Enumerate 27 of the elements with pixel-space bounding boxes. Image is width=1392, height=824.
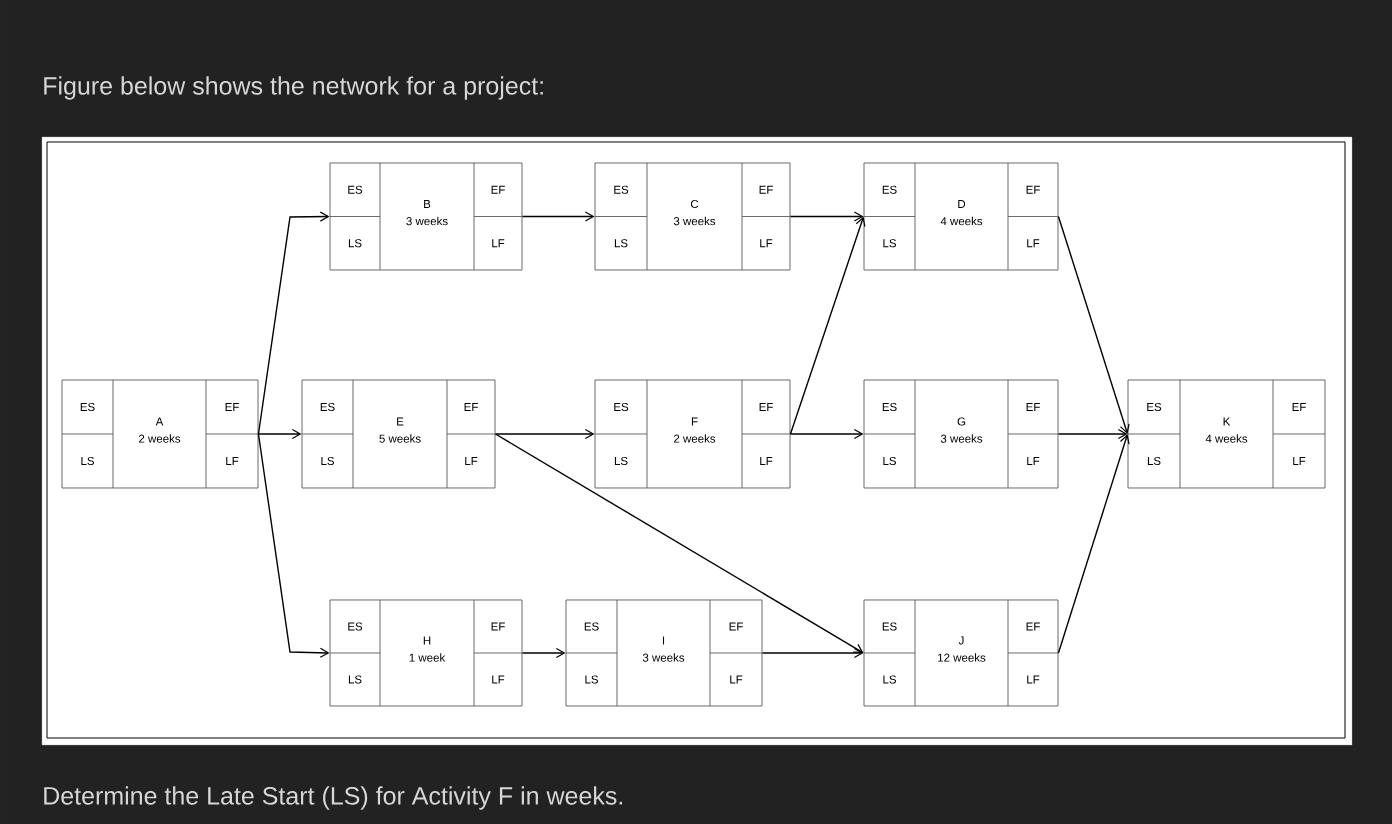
arrow [789,428,864,440]
activity-box: ES LS E 5 weeks EF LF [301,379,496,489]
activity-box: ES LS C 3 weeks EF LF [594,162,791,271]
activity-box: ES LS J 12 weeks EF LF [863,599,1059,707]
activity-box: ES LS H 1 week EF LF [329,599,523,707]
arrow [257,433,330,658]
activity-box: ES LS K 4 weeks EF LF [1127,379,1326,489]
arrow [257,211,330,435]
activity-box: ES LS F 2 weeks EF LF [594,379,791,489]
activity-box: ES LS D 4 weeks EF LF [863,162,1059,271]
activity-box: ES LS G 3 weeks EF LF [863,379,1059,489]
arrow [494,433,864,653]
question-text: Determine the Late Start (LS) for Activity F in weeks. [44,786,622,810]
arrow [1057,428,1128,440]
arrow [1057,434,1130,654]
arrow [1057,215,1130,434]
activity-box: ES LS A 2 weeks EF LF [61,379,259,489]
arrow [761,647,864,659]
heading: Figure below shows the network for a project: [44,76,543,100]
activity-box: ES LS I 3 weeks EF LF [565,599,763,707]
arrow [521,647,566,659]
arrow [521,211,595,222]
arrow [789,211,864,222]
arrow [494,428,595,440]
arrow [789,216,866,435]
activity-box: ES LS B 3 weeks EF LF [329,162,523,271]
arrow [257,428,302,440]
